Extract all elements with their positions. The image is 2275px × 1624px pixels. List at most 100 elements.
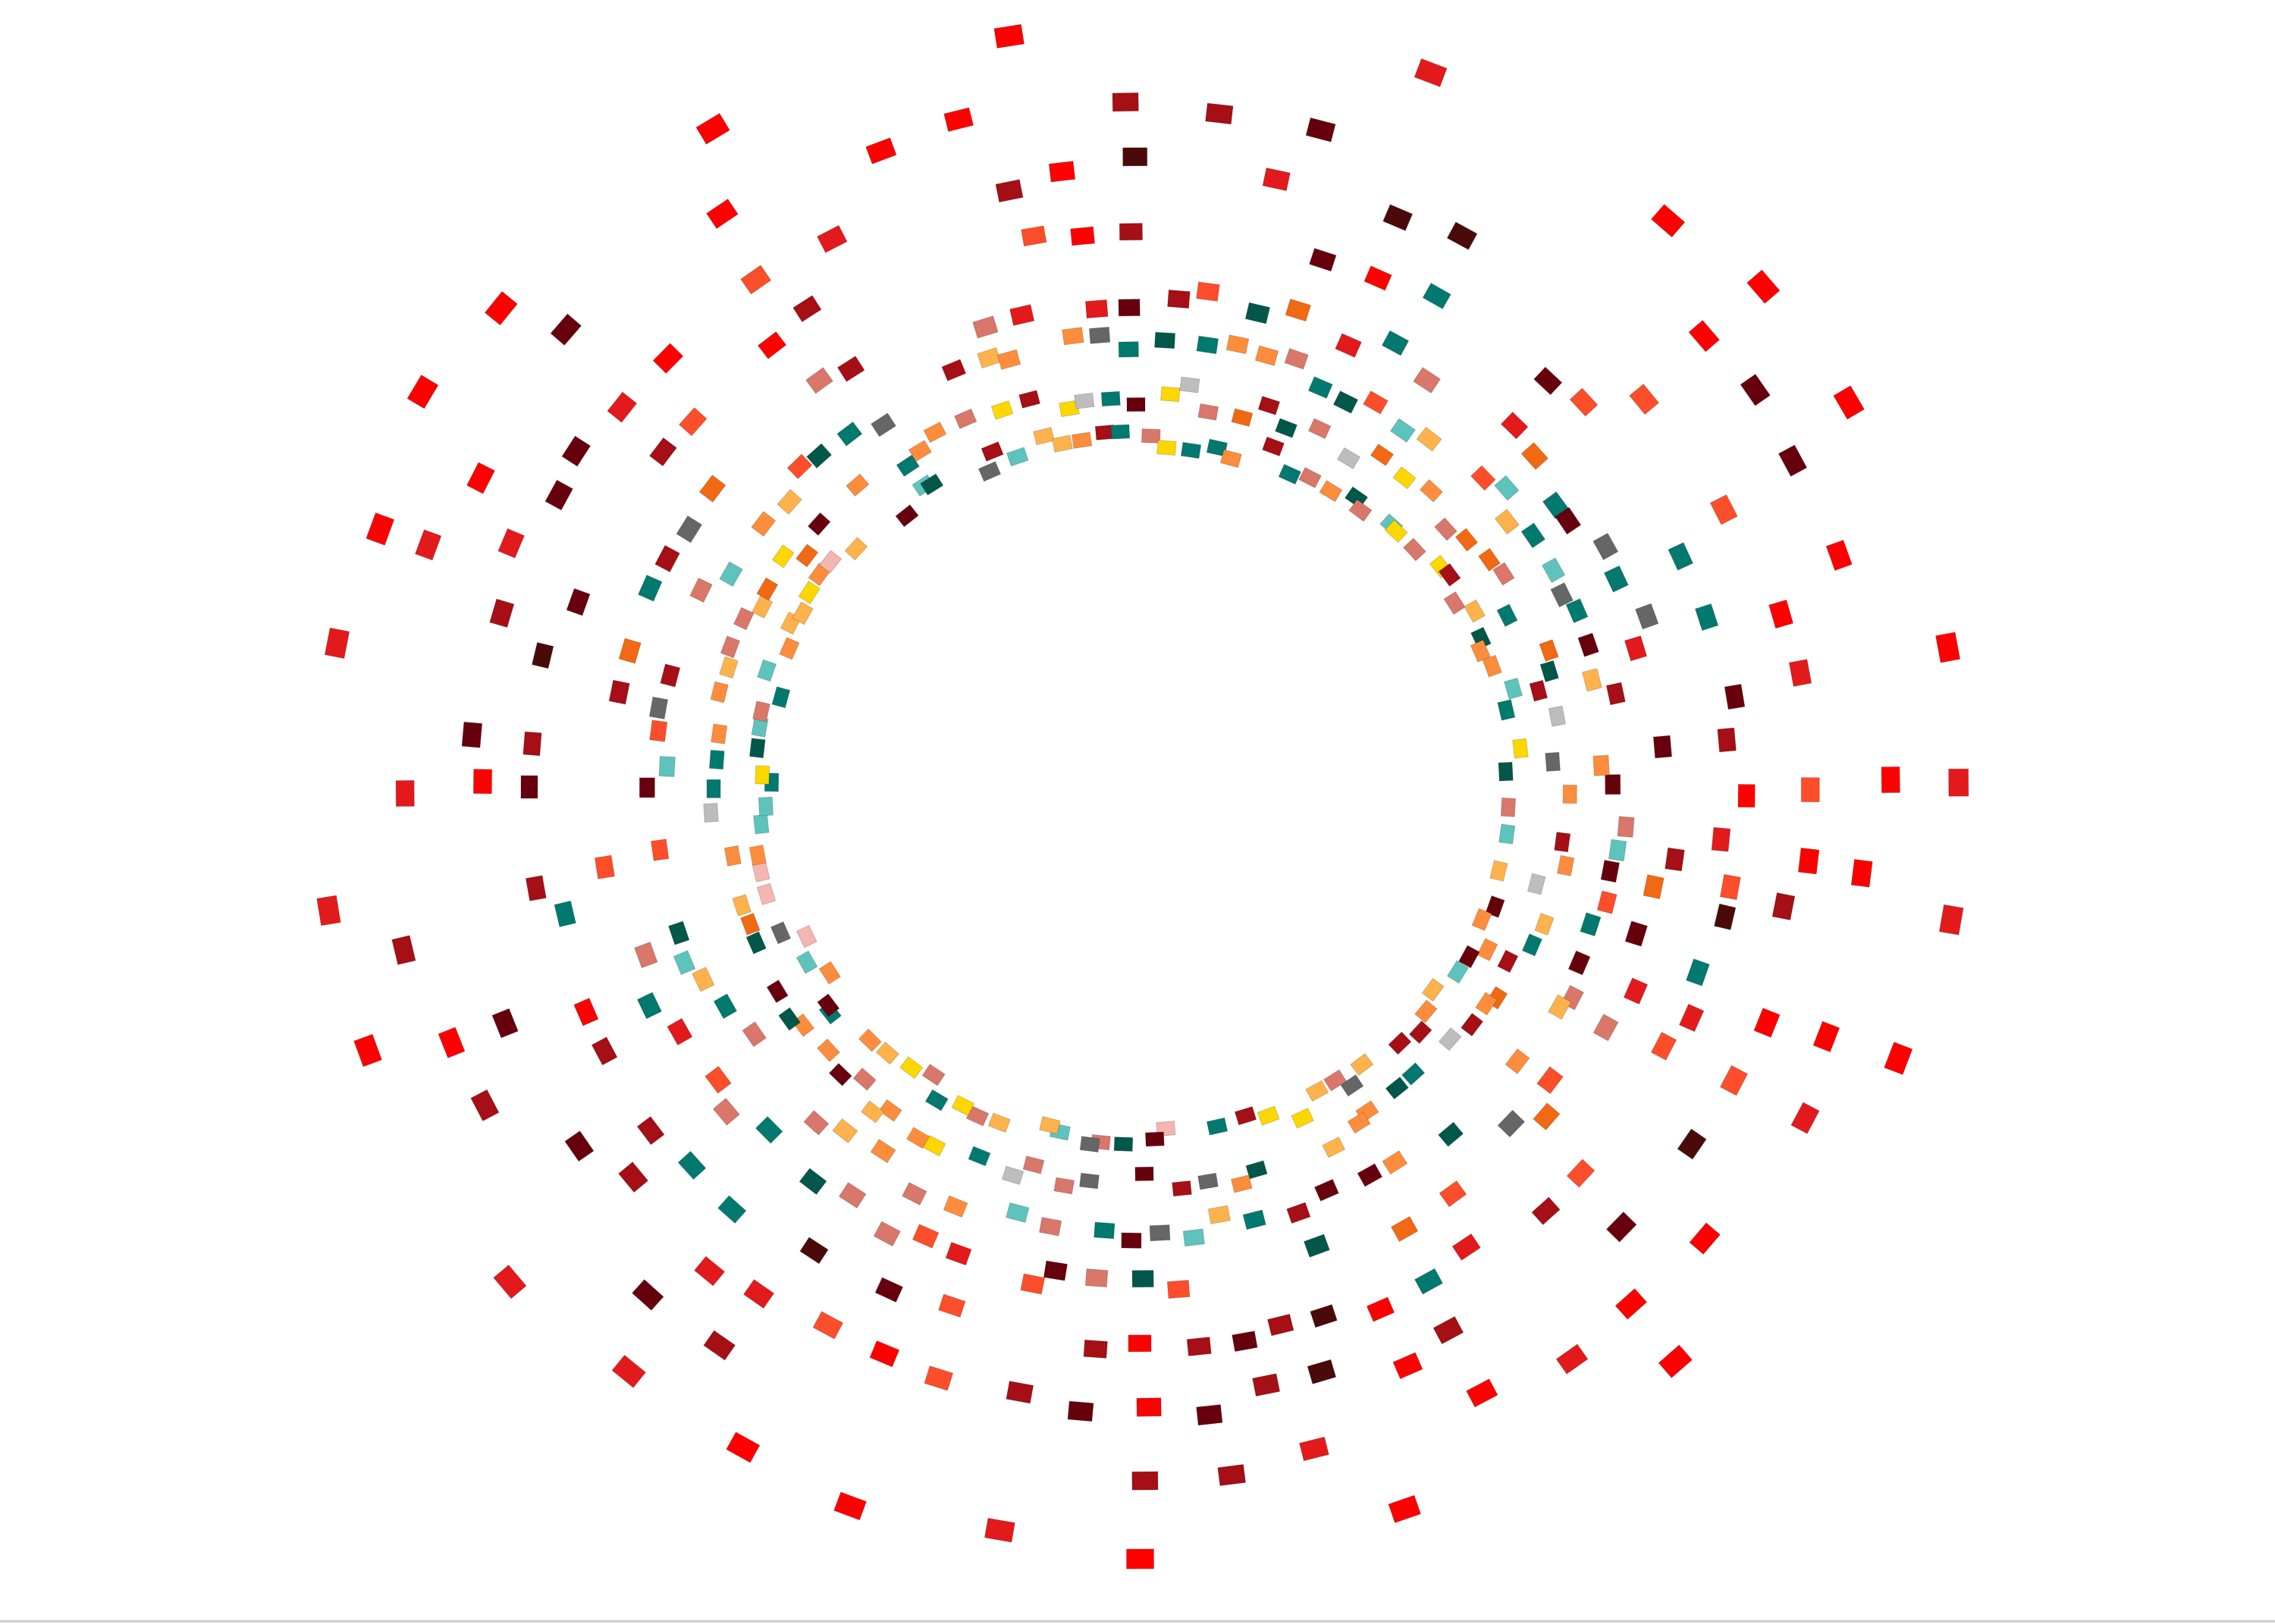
mosaic-tile xyxy=(1520,442,1549,470)
mosaic-tile xyxy=(693,1256,726,1287)
mosaic-tile xyxy=(1307,1359,1337,1384)
mosaic-tile xyxy=(1363,265,1392,291)
ring-7 xyxy=(391,92,1900,1491)
mosaic-tile xyxy=(1110,424,1131,440)
mosaic-tile xyxy=(1451,1233,1481,1261)
mosaic-tile xyxy=(1357,1163,1383,1187)
mosaic-tile xyxy=(678,406,708,437)
mosaic-tile xyxy=(1242,1209,1266,1231)
mosaic-tile xyxy=(905,1127,930,1149)
mosaic-tile xyxy=(981,441,1004,462)
mosaic-tile xyxy=(1464,599,1486,623)
mosaic-tile xyxy=(1128,1334,1152,1353)
mosaic-tile xyxy=(1079,1136,1100,1153)
mosaic-tile xyxy=(1232,1331,1258,1353)
mosaic-tile xyxy=(1274,418,1298,438)
mosaic-tile xyxy=(805,367,833,394)
mosaic-tile xyxy=(1112,92,1139,112)
mosaic-tile xyxy=(873,1221,901,1247)
mosaic-tile xyxy=(1070,226,1096,246)
mosaic-tile xyxy=(816,224,848,253)
mosaic-tile xyxy=(1521,933,1543,957)
mosaic-tile xyxy=(920,473,944,496)
mosaic-tile xyxy=(1347,1111,1371,1134)
mosaic-tile xyxy=(650,839,670,861)
mosaic-tile xyxy=(1020,1273,1046,1295)
mosaic-tile xyxy=(977,346,1002,369)
mosaic-tile xyxy=(1141,428,1161,444)
mosaic-tile xyxy=(1186,1336,1212,1357)
mosaic-tile xyxy=(742,1278,775,1309)
mosaic-tile xyxy=(1652,735,1673,759)
mosaic-tile xyxy=(799,1237,829,1265)
mosaic-tile xyxy=(1154,331,1176,350)
mosaic-tile xyxy=(1711,826,1731,852)
mosaic-tile xyxy=(607,391,638,423)
mosaic-tile xyxy=(1555,506,1582,535)
mosaic-tile xyxy=(1196,335,1219,355)
mosaic-tile xyxy=(1179,376,1200,393)
mosaic-tile xyxy=(1498,823,1516,845)
mosaic-tile xyxy=(1565,598,1589,624)
mosaic-tile xyxy=(984,1517,1015,1543)
mosaic-tile xyxy=(1422,282,1451,310)
mosaic-tile xyxy=(489,598,515,629)
mosaic-tile xyxy=(1408,1020,1432,1045)
mosaic-tile xyxy=(875,1041,900,1065)
mosaic-tile xyxy=(1298,1436,1329,1462)
mosaic-tile xyxy=(996,349,1021,371)
mosaic-tile xyxy=(561,435,592,467)
mosaic-tile xyxy=(818,550,843,574)
mosaic-tile xyxy=(1284,347,1309,370)
mosaic-tile xyxy=(924,1089,949,1111)
mosaic-tile xyxy=(1545,751,1561,772)
mosaic-tile xyxy=(1231,408,1254,428)
mosaic-tile xyxy=(1475,992,1498,1016)
mosaic-tile xyxy=(1038,1217,1062,1237)
mosaic-tile xyxy=(1062,327,1084,346)
mosaic-tile xyxy=(1388,1494,1422,1524)
mosaic-tile xyxy=(1512,738,1529,759)
mosaic-tile xyxy=(1541,557,1566,584)
mosaic-tile xyxy=(1608,839,1627,862)
mosaic-tile xyxy=(1322,1136,1346,1158)
mosaic-tile xyxy=(1370,444,1395,466)
mosaic-tile xyxy=(945,1241,972,1266)
mosaic-tile xyxy=(1790,1102,1820,1134)
mosaic-tile xyxy=(1125,1548,1155,1569)
mosaic-tile xyxy=(438,1027,466,1058)
mosaic-tile xyxy=(812,1311,844,1340)
mosaic-tile xyxy=(1134,1166,1154,1181)
mosaic-tile xyxy=(1539,639,1559,662)
mosaic-tile xyxy=(712,1097,740,1126)
mosaic-tile xyxy=(637,574,663,602)
mosaic-tile xyxy=(719,561,743,588)
mosaic-tile xyxy=(733,607,755,631)
mosaic-tile xyxy=(1363,390,1389,415)
mosaic-tile xyxy=(692,966,715,992)
mosaic-tile xyxy=(667,920,690,945)
mosaic-tile xyxy=(706,779,721,798)
mosaic-tile xyxy=(717,1195,747,1224)
mosaic-tile xyxy=(698,474,726,503)
mosaic-tile xyxy=(1156,440,1177,456)
mosaic-tile xyxy=(748,844,767,866)
mosaic-tile xyxy=(1251,1373,1281,1397)
ring-5 xyxy=(520,223,1756,1359)
mosaic-tile xyxy=(1685,958,1710,986)
mosaic-tile xyxy=(1196,281,1220,302)
mosaic-tile xyxy=(753,814,770,835)
mosaic-tile xyxy=(1446,960,1470,984)
mosaic-tile xyxy=(921,1063,946,1086)
mosaic-tile xyxy=(660,663,681,688)
mosaic-tile xyxy=(395,779,415,807)
mosaic-tile xyxy=(1592,1013,1619,1042)
mosaic-tile xyxy=(1658,1344,1693,1378)
mosaic-tile xyxy=(1643,874,1665,900)
mosaic-tile xyxy=(1021,225,1047,247)
mosaic-tile xyxy=(1291,1108,1314,1129)
mosaic-tile xyxy=(634,942,658,969)
mosaic-tile xyxy=(673,950,696,976)
mosaic-tile xyxy=(1310,1303,1338,1328)
mosaic-tile xyxy=(1496,604,1518,628)
